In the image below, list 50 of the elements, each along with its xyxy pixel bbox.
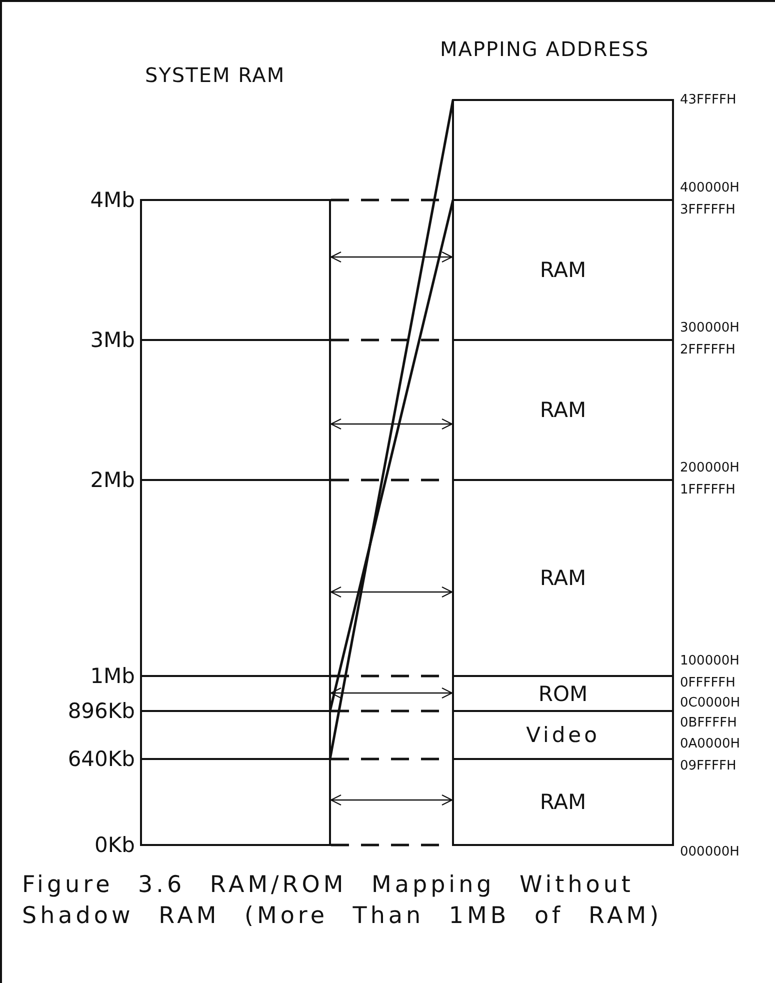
double-arrow: [330, 251, 453, 263]
mapping-line: [328, 200, 454, 712]
address-label: 400000H: [680, 180, 740, 196]
memory-block: [452, 710, 674, 760]
memory-block: [140, 675, 331, 712]
address-label: 0BFFFFH: [680, 716, 737, 730]
size-label: 2Mb: [90, 468, 135, 492]
block-label: Video: [526, 723, 600, 747]
memory-block: [140, 199, 331, 341]
memory-block: [140, 339, 331, 481]
figure-caption: Figure 3.6 RAM/ROM Mapping Without Shadow RAM (More Than 1MB of RAM): [22, 871, 664, 931]
address-label: 300000H: [680, 320, 740, 336]
block-label: RAM: [540, 398, 586, 422]
size-label: 896Kb: [68, 699, 135, 723]
address-label: 1FFFFFH: [680, 482, 736, 498]
size-label: 3Mb: [90, 328, 135, 352]
memory-block: [452, 675, 674, 712]
address-label: 3FFFFFH: [680, 202, 736, 218]
address-label: 43FFFFH: [680, 92, 736, 108]
memory-block: [452, 479, 674, 677]
size-label: 0Kb: [94, 833, 135, 857]
memory-block: [452, 99, 674, 201]
address-label: 0C0000H: [680, 696, 740, 710]
size-label: 640Kb: [68, 747, 135, 771]
double-arrow: [330, 687, 453, 699]
memory-block: [140, 479, 331, 677]
address-label: 09FFFFH: [680, 758, 736, 774]
memory-block: [452, 339, 674, 481]
address-label: 200000H: [680, 460, 740, 476]
block-label: RAM: [540, 790, 586, 814]
double-arrow: [330, 586, 453, 598]
address-label: 000000H: [680, 844, 740, 860]
mapping-line: [328, 100, 454, 760]
block-label: ROM: [538, 682, 588, 706]
memory-block: [140, 710, 331, 760]
block-label: RAM: [540, 258, 586, 282]
size-label: 1Mb: [90, 664, 135, 688]
size-label: 4Mb: [90, 188, 135, 212]
address-label: 0FFFFFH: [680, 676, 736, 690]
double-arrow: [330, 418, 453, 430]
address-label: 2FFFFFH: [680, 342, 736, 358]
double-arrow: [330, 794, 453, 806]
block-label: RAM: [540, 566, 586, 590]
column-heading: SYSTEM RAM: [145, 63, 286, 87]
address-label: 0A0000H: [680, 736, 740, 752]
address-label: 100000H: [680, 654, 740, 668]
memory-block: [452, 758, 674, 846]
memory-block: [452, 199, 674, 341]
column-heading: MAPPING ADDRESS: [440, 37, 650, 61]
memory-block: [140, 758, 331, 846]
